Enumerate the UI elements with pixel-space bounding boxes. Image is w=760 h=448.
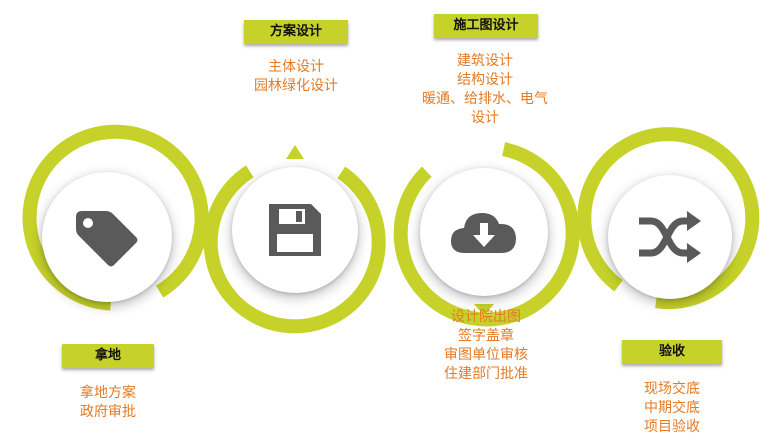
- step-label-2: 方案设计: [244, 20, 348, 44]
- step-label-3: 施工图设计: [434, 14, 538, 38]
- list-item: 结构设计: [457, 72, 513, 88]
- pointer-step-3: [474, 304, 494, 316]
- list-item: 建筑设计: [457, 53, 513, 69]
- tag-icon: [72, 207, 142, 267]
- cloud-download-icon: [449, 207, 519, 257]
- list-item: 项目验收: [644, 419, 700, 435]
- list-item: 政府审批: [80, 404, 136, 420]
- list-item: 审图单位审核: [444, 347, 528, 363]
- arc-step-3: [393, 142, 580, 327]
- list-item: 暖通、给排水、电气: [422, 91, 548, 107]
- step-3-items-below: 设计院出图 签字盖章 审图单位审核 住建部门批准: [424, 308, 548, 384]
- list-item: 设计: [471, 110, 499, 126]
- list-item: 住建部门批准: [444, 366, 528, 382]
- list-item: 设计院出图: [451, 309, 521, 325]
- step-3-items: 建筑设计 结构设计 暖通、给排水、电气 设计: [400, 52, 570, 128]
- pointer-step-2: [286, 145, 304, 159]
- step-1-items: 拿地方案 政府审批: [48, 384, 168, 422]
- arc-step-2: [203, 165, 386, 334]
- step-label-1: 拿地: [62, 344, 154, 368]
- list-item: 现场交底: [644, 381, 700, 397]
- list-item: 中期交底: [644, 400, 700, 416]
- list-item: 签字盖章: [458, 328, 514, 344]
- list-item: 主体设计: [268, 59, 324, 75]
- step-2-items: 主体设计 园林绿化设计: [226, 58, 366, 96]
- list-item: 拿地方案: [80, 385, 136, 401]
- step-4-items: 现场交底 中期交底 项目验收: [612, 380, 732, 437]
- arc-step-1: [22, 124, 209, 311]
- floppy-disk-icon: [265, 200, 325, 260]
- step-label-4: 验收: [622, 340, 722, 364]
- step-circle-3: [420, 168, 548, 296]
- arc-step-4: [577, 127, 760, 310]
- shuffle-icon: [637, 209, 703, 265]
- step-circle-4: [608, 175, 732, 299]
- list-item: 园林绿化设计: [254, 78, 338, 94]
- step-circle-1: [42, 172, 172, 302]
- step-circle-2: [232, 167, 358, 293]
